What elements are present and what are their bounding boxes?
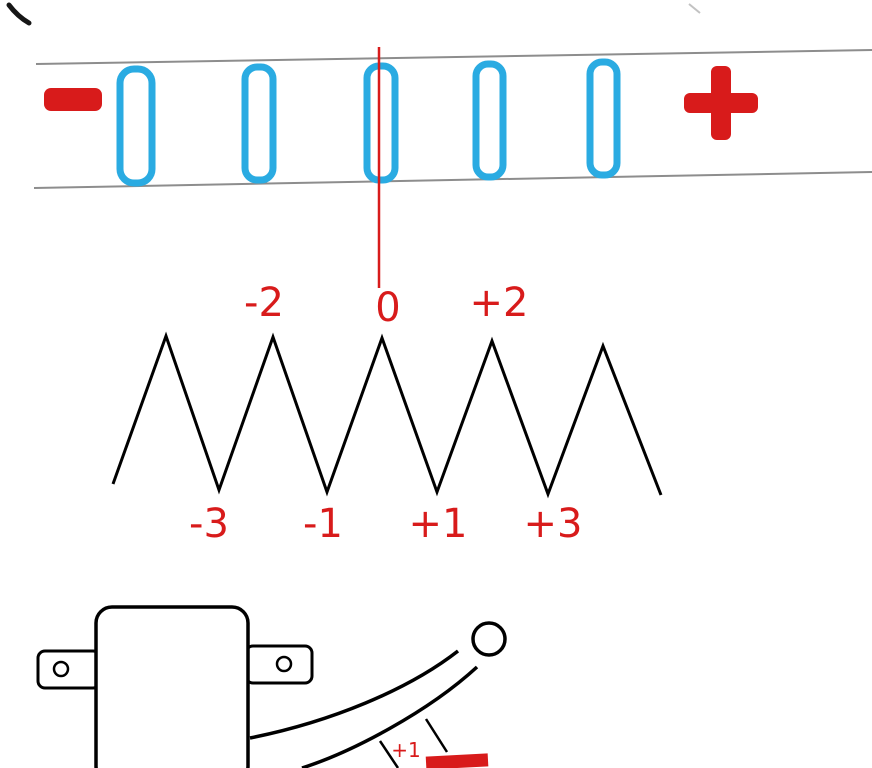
tooth-scale: -2 0 +2 -3 -1 +1 +3	[111, 280, 663, 547]
mount-hole-right	[275, 655, 293, 673]
peak-label: +2	[470, 280, 529, 326]
bead-capsule	[116, 65, 156, 187]
lever-arm-upper-edge	[249, 649, 460, 740]
mechanism-body	[94, 605, 250, 768]
stray-pen-mark	[6, 2, 32, 26]
segment-divider	[424, 718, 449, 753]
lever-segment-label: +1	[391, 738, 420, 762]
mount-hole-left	[52, 660, 70, 678]
minus-icon	[44, 88, 102, 111]
bead-capsule	[241, 63, 277, 184]
lever-ball-end	[471, 621, 507, 657]
lever-mechanism: +1	[36, 605, 507, 768]
segment-divider	[378, 740, 400, 768]
bead-capsule	[472, 60, 507, 181]
track-line-bottom	[33, 171, 872, 189]
valley-label: -1	[303, 501, 343, 547]
peak-label: 0	[375, 285, 400, 331]
plus-icon-vertical-bar	[711, 66, 731, 140]
string-track	[33, 47, 872, 288]
plus-icon	[684, 66, 758, 140]
lever-arm-lower-edge	[301, 665, 479, 768]
peak-label: -2	[244, 280, 284, 326]
bead-capsule	[363, 62, 399, 184]
mount-tab-right	[244, 644, 314, 685]
zigzag-teeth	[111, 331, 663, 499]
bead-capsules	[116, 58, 621, 187]
valley-label: +3	[524, 501, 583, 547]
bead-capsule	[586, 58, 621, 179]
valley-label: +1	[409, 501, 468, 547]
track-line-top	[35, 49, 872, 65]
stray-pen-mark-faint	[688, 3, 701, 14]
valley-label: -3	[189, 501, 229, 547]
red-marker	[425, 753, 489, 768]
